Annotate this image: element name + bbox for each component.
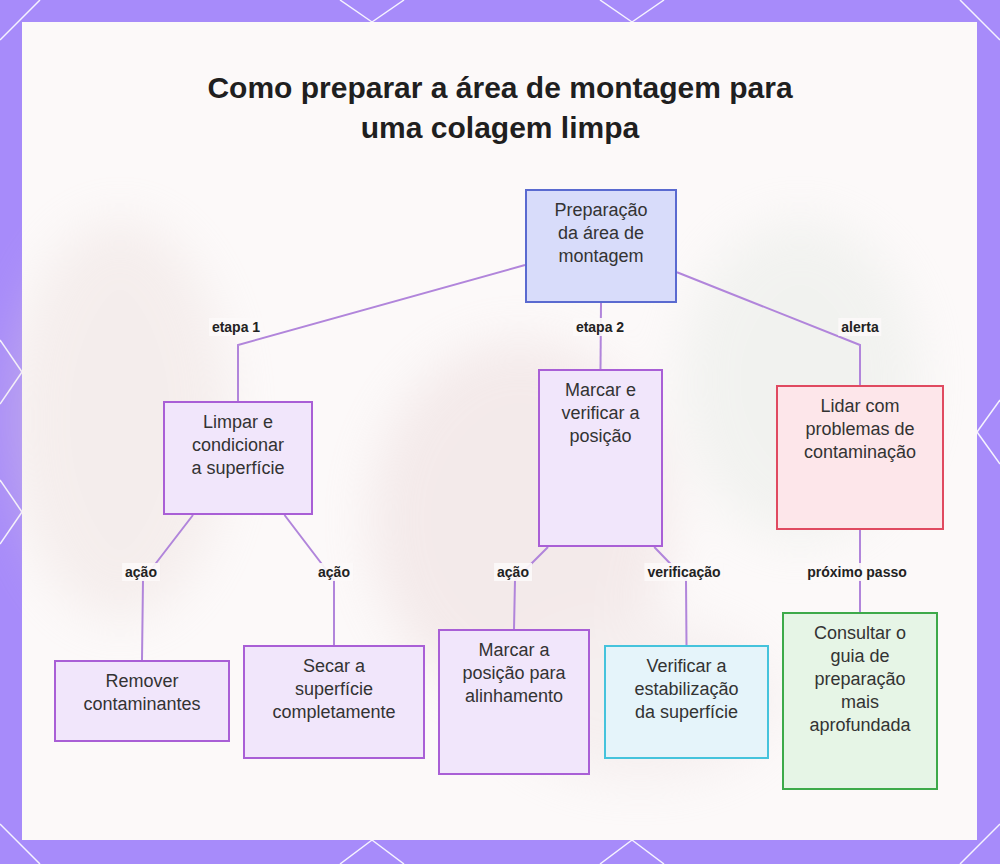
root-box: Preparação da área de montagem [525, 189, 677, 303]
edge-label: ação [122, 563, 160, 581]
edge-label: ação [494, 563, 532, 581]
node-text: Consultar o guia de preparação mais apro… [806, 622, 914, 737]
diagram-title: Como preparar a área de montagem para um… [180, 68, 820, 148]
connector-line [677, 272, 860, 385]
connector-line [600, 303, 603, 369]
node-text: Remover contaminantes [66, 670, 218, 716]
step-box: Marcar e verificar a posição [538, 369, 663, 547]
step-box: Limpar e condicionar a superfície [163, 401, 313, 515]
node-text: Marcar e verificar a posição [550, 379, 651, 448]
check-box: Verificar a estabilização da superfície [604, 645, 769, 759]
connector-line [238, 265, 525, 401]
connector-line [142, 515, 193, 660]
next-step-box: Consultar o guia de preparação mais apro… [782, 612, 938, 790]
action-box: Remover contaminantes [54, 660, 230, 742]
edge-label: etapa 2 [573, 318, 627, 336]
node-text: Secar a superfície completamente [269, 655, 399, 724]
node-text: Marcar a posição para alinhamento [454, 639, 574, 708]
connector-line [514, 547, 548, 629]
panel [22, 22, 977, 840]
action-box: Marcar a posição para alinhamento [438, 629, 590, 775]
connector-line [654, 547, 686, 645]
alert-box: Lidar com problemas de contaminação [776, 385, 944, 530]
edge-label: ação [315, 563, 353, 581]
edge-label: próximo passo [804, 563, 910, 581]
edge-label: alerta [838, 318, 881, 336]
node-text: Verificar a estabilização da superfície [626, 655, 747, 724]
node-text: Lidar com problemas de contaminação [792, 395, 928, 464]
node-text: Limpar e condicionar a superfície [185, 411, 291, 480]
action-box: Secar a superfície completamente [243, 645, 425, 759]
node-text: Preparação da área de montagem [543, 199, 659, 268]
edge-label: verificação [644, 563, 723, 581]
edge-label: etapa 1 [209, 318, 263, 336]
